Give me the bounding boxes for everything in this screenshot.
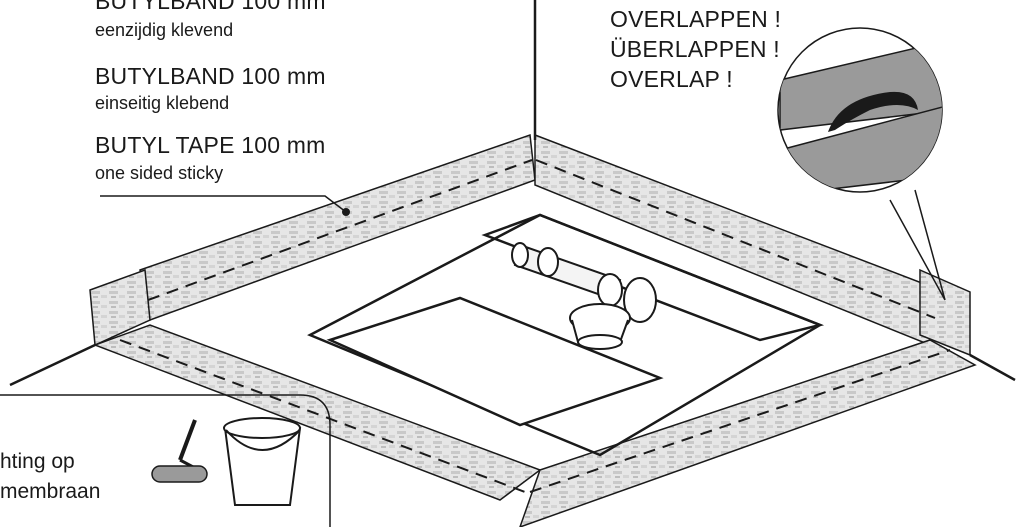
paint-roller-icon <box>151 419 208 483</box>
tape-label-nl-sub: eenzijdig klevend <box>95 20 234 40</box>
floor-edge-left <box>9 343 96 387</box>
tape-label-nl-title: BUTYLBAND 100 mm <box>95 0 326 14</box>
tape-label-en-sub: one sided sticky <box>95 163 224 183</box>
coating-panel-line1: hting op <box>0 450 75 473</box>
callout-tail <box>889 189 946 301</box>
seam-front-right <box>529 349 951 493</box>
overlap-label-nl: OVERLAPPEN ! <box>610 6 782 32</box>
seam-back-right <box>535 159 936 319</box>
tape-left-vertical <box>89 268 151 347</box>
tape-label-de-sub: einseitig klebend <box>95 93 230 113</box>
drain-assembly <box>511 242 657 350</box>
tape-band-front-right <box>519 339 977 527</box>
overlap-label-en: OVERLAP ! <box>610 66 733 92</box>
coating-panel-frame <box>0 394 331 527</box>
coating-panel-line2: membraan <box>0 480 101 503</box>
tray-inner-left <box>326 296 664 427</box>
tape-label-de-title: BUTYLBAND 100 mm <box>95 63 326 89</box>
tape-leader-dot <box>342 208 350 216</box>
tape-leader-line <box>100 195 347 213</box>
tape-label-en-title: BUTYL TAPE 100 mm <box>95 132 326 158</box>
seam-back-left <box>147 159 533 301</box>
floor-edge-right <box>969 353 1016 382</box>
tray-back-panel <box>481 213 825 342</box>
overlap-label-de: ÜBERLAPPEN ! <box>610 36 780 62</box>
seam-front-left <box>119 339 526 493</box>
bucket-icon <box>223 417 302 506</box>
overlap-detail-callout <box>777 27 946 301</box>
